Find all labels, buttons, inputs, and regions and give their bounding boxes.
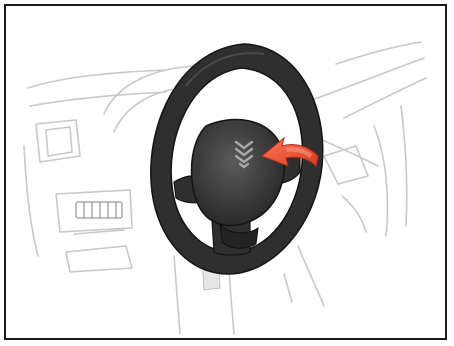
airbag-cover	[192, 120, 285, 226]
illustration-frame	[4, 4, 447, 340]
steering-wheel-illustration	[6, 6, 445, 338]
steering-wheel-icon	[151, 44, 323, 274]
left-vent-icon	[76, 202, 122, 218]
